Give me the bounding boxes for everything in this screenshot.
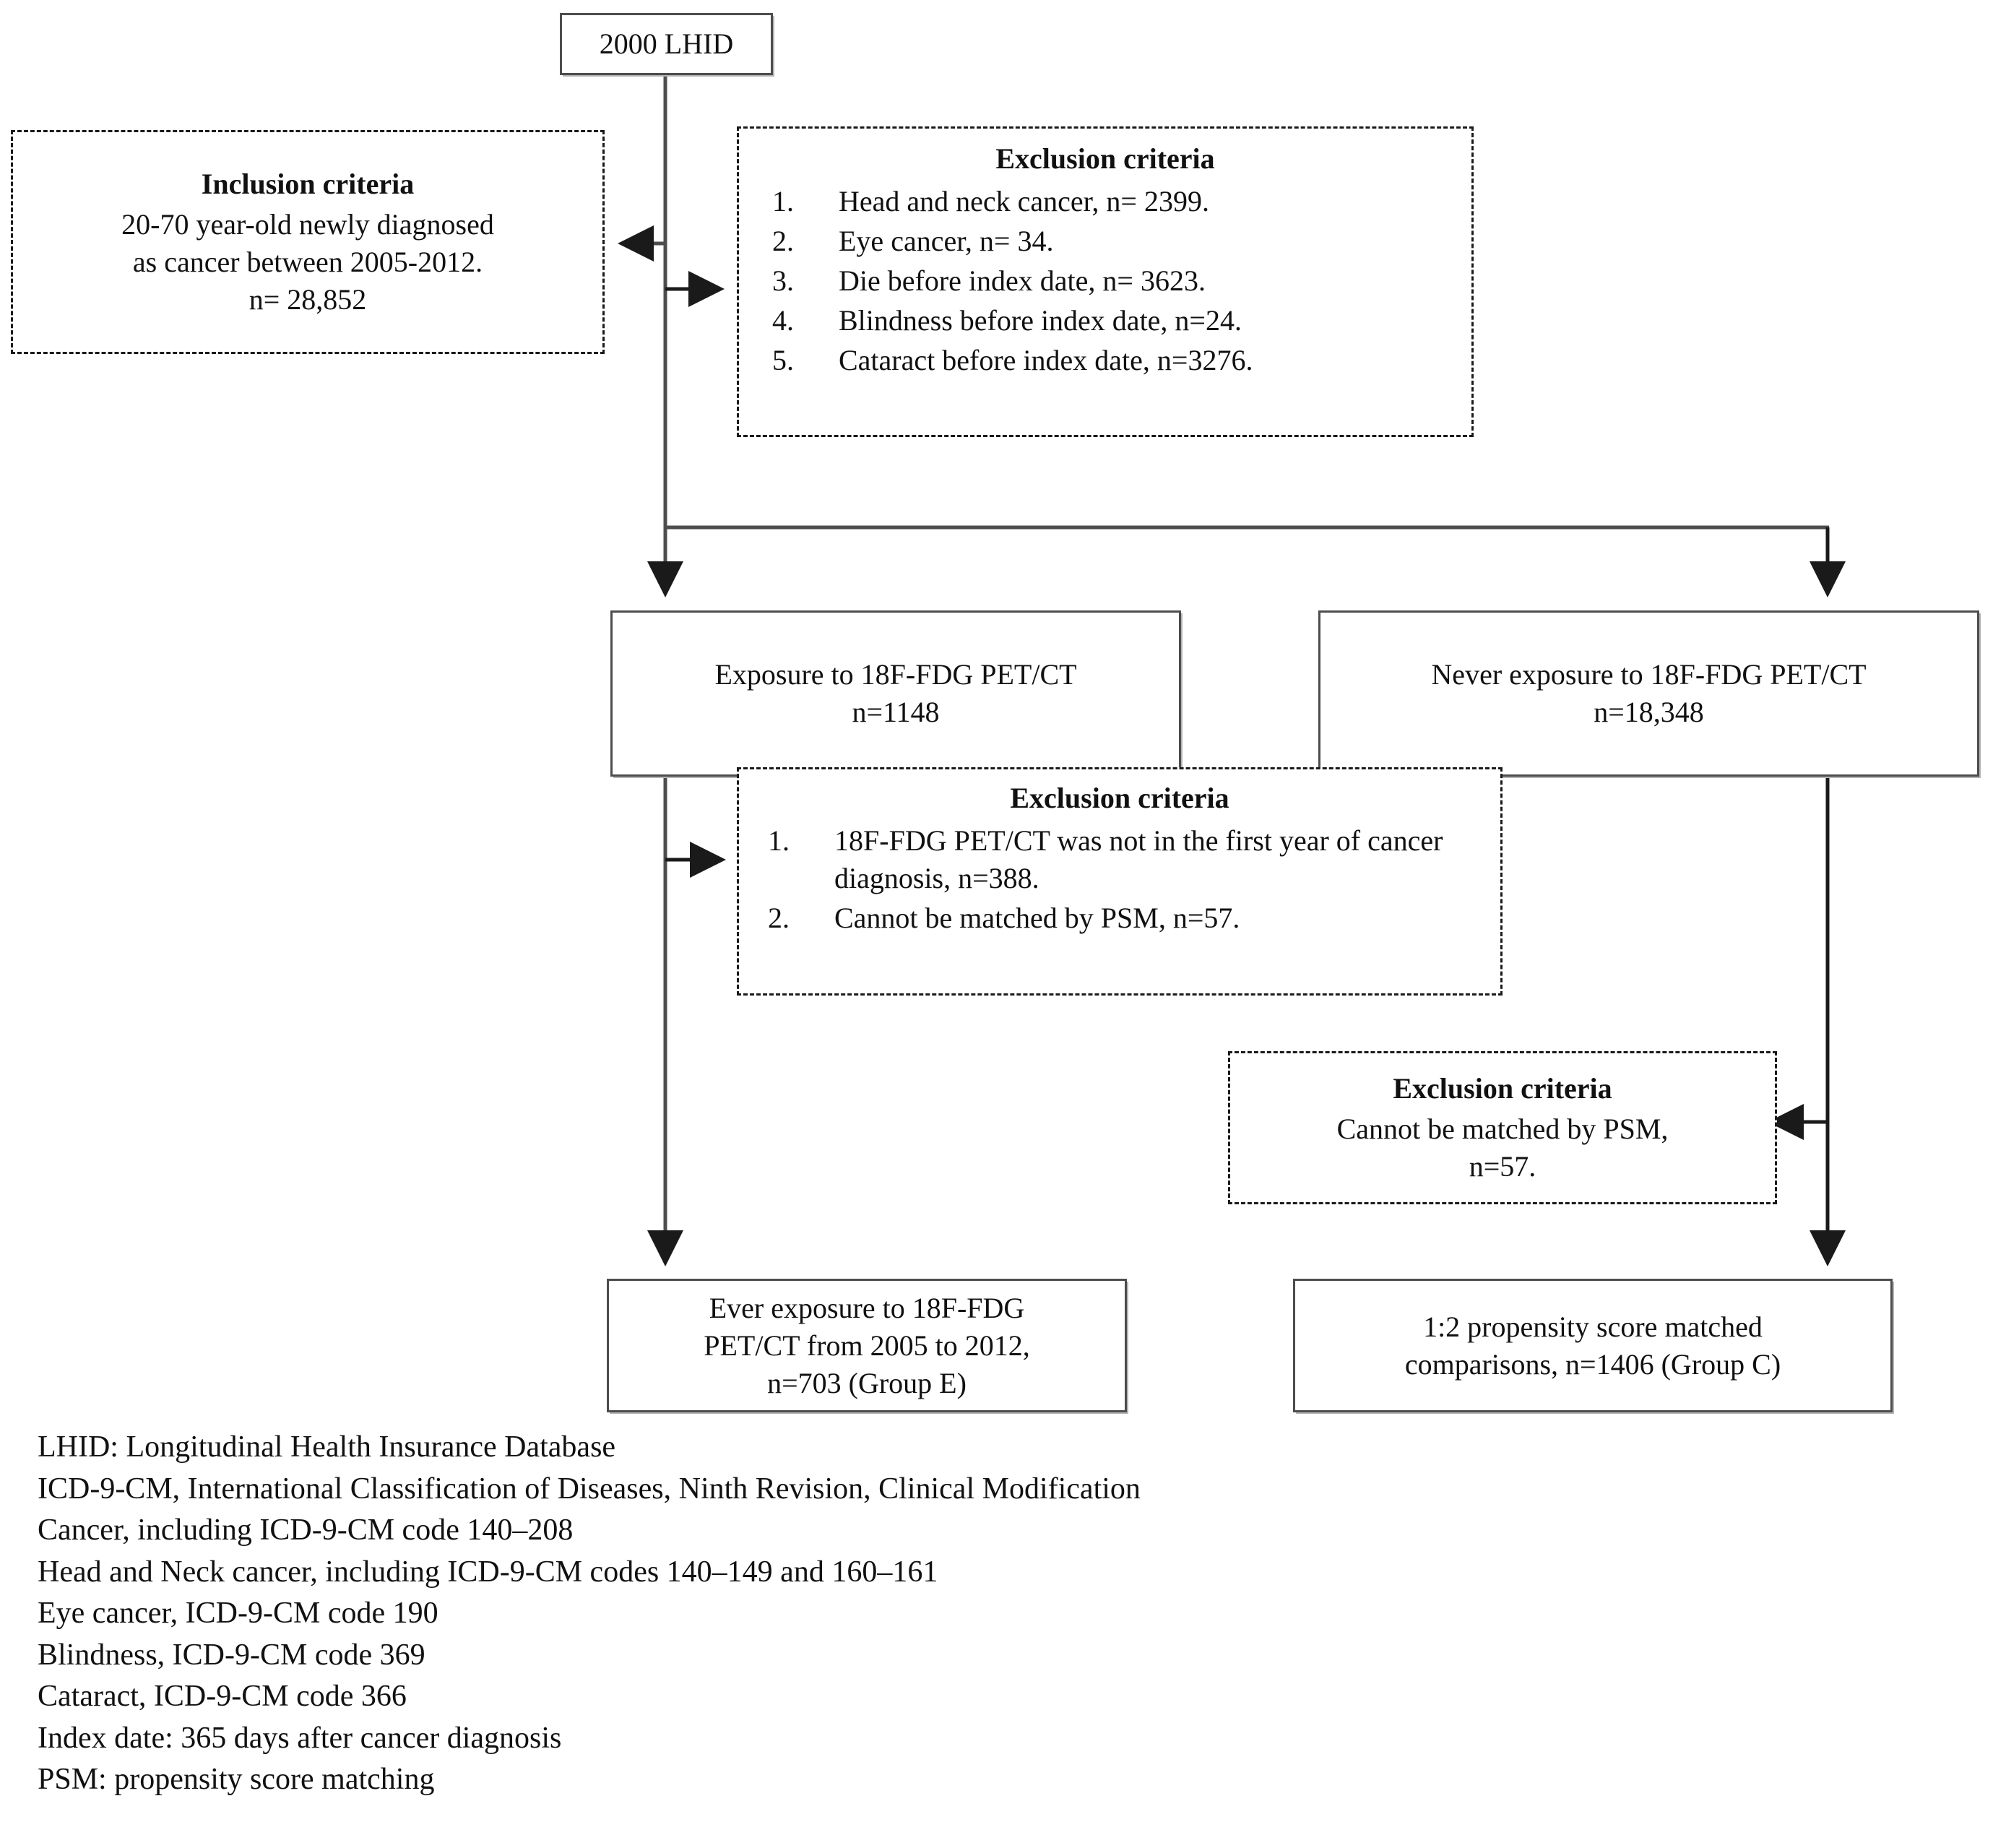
node-group-e[interactable]: Ever exposure to 18F-FDG PET/CT from 200… [607, 1279, 1127, 1412]
list-item-text: Eye cancer, n= 34. [839, 225, 1054, 257]
list-item-text: Head and neck cancer, n= 2399. [839, 185, 1209, 217]
node-source[interactable]: 2000 LHID [560, 13, 773, 75]
list-item-number: 4. [772, 304, 794, 337]
node-group-c[interactable]: 1:2 propensity score matched comparisons… [1293, 1279, 1893, 1412]
exclusion-1-title: Exclusion criteria [995, 142, 1215, 175]
node-never-exposure[interactable]: Never exposure to 18F-FDG PET/CT n=18,34… [1318, 610, 1979, 777]
list-item-number: 5. [772, 344, 794, 376]
inclusion-line-2: as cancer between 2005-2012. [132, 246, 483, 278]
list-item-text: Die before index date, n= 3623. [839, 264, 1206, 297]
list-item-number: 3. [772, 264, 794, 297]
list-item-text: Blindness before index date, n=24. [839, 304, 1242, 337]
list-item: 1. 18F-FDG PET/CT was not in the first y… [768, 822, 1479, 897]
footnote-line: Eye cancer, ICD-9-CM code 190 [38, 1597, 438, 1631]
list-item-number: 2. [772, 225, 794, 257]
group-c-line-1: 1:2 propensity score matched [1423, 1310, 1763, 1343]
footnote-line: Index date: 365 days after cancer diagno… [38, 1721, 562, 1755]
list-item-text: Cannot be matched by PSM, n=57. [834, 902, 1240, 934]
inclusion-count: n= 28,852 [248, 283, 367, 316]
list-item-number: 2. [768, 902, 790, 934]
footnote-line: Head and Neck cancer, including ICD-9-CM… [38, 1555, 938, 1589]
footnote-line: LHID: Longitudinal Health Insurance Data… [38, 1430, 616, 1464]
group-e-line-1: Ever exposure to 18F-FDG [709, 1291, 1025, 1324]
footnote-line: PSM: propensity score matching [38, 1763, 435, 1797]
footnote-line: Cataract, ICD-9-CM code 366 [38, 1680, 407, 1714]
list-item-number: 1. [768, 824, 790, 857]
group-e-line-2: PET/CT from 2005 to 2012, [704, 1329, 1030, 1362]
inclusion-title: Inclusion criteria [201, 168, 415, 200]
list-item: 2. Eye cancer, n= 34. [772, 223, 1450, 260]
inclusion-line-1: 20-70 year-old newly diagnosed [121, 208, 494, 241]
node-inclusion-criteria[interactable]: Inclusion criteria 20-70 year-old newly … [11, 130, 605, 354]
legend-footnotes: LHID: Longitudinal Health Insurance Data… [38, 1427, 1627, 1801]
group-e-count: n=703 (Group E) [767, 1366, 967, 1399]
footnote-line: Blindness, ICD-9-CM code 369 [38, 1638, 425, 1672]
list-item: 3. Die before index date, n= 3623. [772, 262, 1450, 300]
never-exposure-count: n=18,348 [1594, 696, 1704, 728]
never-exposure-line-1: Never exposure to 18F-FDG PET/CT [1431, 658, 1867, 691]
list-item-text: Cataract before index date, n=3276. [839, 344, 1253, 376]
list-item: 5. Cataract before index date, n=3276. [772, 342, 1450, 379]
list-item-text: 18F-FDG PET/CT was not in the first year… [834, 824, 1443, 894]
node-exclusion-criteria-1[interactable]: Exclusion criteria 1. Head and neck canc… [737, 126, 1474, 437]
node-exposure[interactable]: Exposure to 18F-FDG PET/CT n=1148 [610, 610, 1181, 777]
node-exclusion-criteria-3[interactable]: Exclusion criteria Cannot be matched by … [1228, 1051, 1777, 1204]
footnote-line: ICD-9-CM, International Classification o… [38, 1472, 1141, 1506]
exclusion-2-list: 1. 18F-FDG PET/CT was not in the first y… [739, 820, 1500, 937]
exclusion-3-count: n=57. [1469, 1150, 1536, 1183]
node-exclusion-criteria-2[interactable]: Exclusion criteria 1. 18F-FDG PET/CT was… [737, 767, 1503, 996]
exposure-count: n=1148 [852, 696, 940, 728]
footnote-line: Cancer, including ICD-9-CM code 140–208 [38, 1514, 574, 1547]
list-item: 1. Head and neck cancer, n= 2399. [772, 183, 1450, 220]
list-item-number: 1. [772, 185, 794, 217]
list-item: 4. Blindness before index date, n=24. [772, 302, 1450, 340]
exclusion-2-title: Exclusion criteria [1010, 782, 1229, 814]
exposure-line-1: Exposure to 18F-FDG PET/CT [714, 658, 1077, 691]
exclusion-3-title: Exclusion criteria [1393, 1072, 1612, 1105]
node-source-label: 2000 LHID [599, 27, 734, 60]
exclusion-1-list: 1. Head and neck cancer, n= 2399. 2. Eye… [739, 181, 1471, 379]
list-item: 2. Cannot be matched by PSM, n=57. [768, 899, 1479, 937]
group-c-count: comparisons, n=1406 (Group C) [1404, 1347, 1781, 1381]
exclusion-3-line-1: Cannot be matched by PSM, [1336, 1113, 1669, 1145]
